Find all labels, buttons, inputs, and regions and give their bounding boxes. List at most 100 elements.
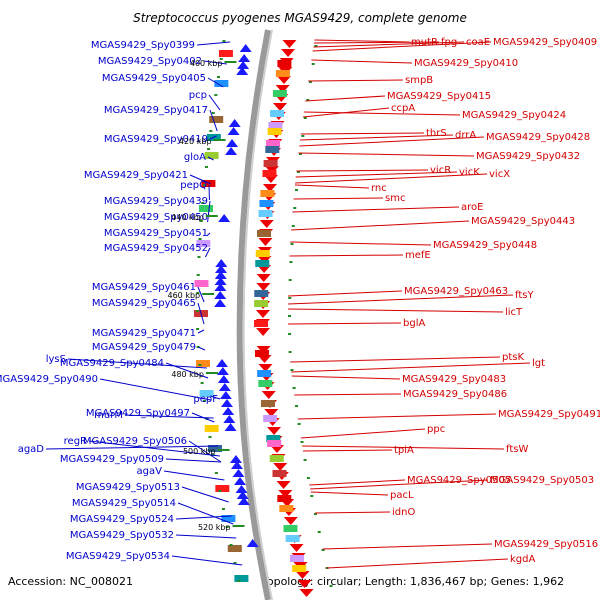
leader-line [300,132,425,135]
left-label-mgas9429-spy0513[interactable]: MGAS9429_Spy0513 [76,482,180,493]
right-label-mgas9429-spy0415[interactable]: MGAS9429_Spy0415 [387,91,491,102]
right-label-ftsw[interactable]: ftsW [506,444,528,455]
right-label-mgas9429-spy0516[interactable]: MGAS9429_Spy0516 [494,539,598,550]
right-label-mgas9429-spy0491[interactable]: MGAS9429_Spy0491 [498,409,600,420]
forward-gene-arrow [258,364,273,372]
leader-line [291,375,401,380]
left-label-mgas9429-spy0399[interactable]: MGAS9429_Spy0399 [91,40,195,51]
right-label-smc[interactable]: smc [385,193,405,204]
right-label-tpia[interactable]: tpiA [394,445,414,456]
right-label-mgas9429-spy0410[interactable]: MGAS9429_Spy0410 [414,58,518,69]
reverse-gene-arrow [216,367,229,375]
right-label-vicr[interactable]: vicR [430,165,451,176]
scale-label-420-kbp: 420 kbp [179,137,212,146]
left-label-mgas9429-spy0439[interactable]: MGAS9429_Spy0439 [104,196,208,207]
leader-line [293,197,384,200]
left-label-mgas9429-spy0484[interactable]: MGAS9429_Spy0484 [60,358,164,369]
left-label-mgas9429-spy0451[interactable]: MGAS9429_Spy0451 [104,228,208,239]
tick-dot [233,562,237,564]
right-label-vick[interactable]: vicK [459,167,480,178]
right-label-smpb[interactable]: smpB [405,75,433,86]
right-label-mgas9429-spy0409[interactable]: MGAS9429_Spy0409 [493,37,597,48]
right-label-mgas9429-spy0505[interactable]: MGAS9429_Spy0505 [407,475,511,486]
right-label-fpg[interactable]: fpg [441,37,457,48]
right-label-drra[interactable]: drrA [455,130,476,141]
gene-category-block [218,50,233,57]
left-label-mgas9429-spy0461[interactable]: MGAS9429_Spy0461 [92,282,196,293]
right-label-bgla[interactable]: bglA [403,318,425,329]
right-label-mgas9429-spy0483[interactable]: MGAS9429_Spy0483 [402,374,506,385]
right-label-mgas9429-spy0486[interactable]: MGAS9429_Spy0486 [403,389,507,400]
left-label-mgas9429-spy0509[interactable]: MGAS9429_Spy0509 [60,454,164,465]
right-label-rnc[interactable]: rnc [371,183,387,194]
right-label-mgas9429-spy0424[interactable]: MGAS9429_Spy0424 [462,110,566,121]
left-label-murm[interactable]: murM [94,410,123,421]
tick-dot [214,94,218,96]
leader-line [291,362,531,373]
left-label-mgas9429-spy0465[interactable]: MGAS9429_Spy0465 [92,298,196,309]
left-label-mgas9429-spy0524[interactable]: MGAS9429_Spy0524 [70,514,174,525]
forward-gene-arrow [273,463,288,471]
right-label-thrs[interactable]: thrS [426,128,447,139]
left-label-mgas9429-spy0421[interactable]: MGAS9429_Spy0421 [84,170,188,181]
leader-line [171,555,243,566]
left-label-gloa[interactable]: gloA [184,152,206,163]
tick-dot [199,220,203,222]
right-label-ftsy[interactable]: ftsY [515,290,534,301]
right-label-kgda[interactable]: kgdA [510,554,535,565]
right-label-mgas9429-spy0463[interactable]: MGAS9429_Spy0463 [404,286,508,297]
left-label-agad[interactable]: agaD [18,444,45,455]
left-label-pepq[interactable]: pepQ [180,180,207,191]
right-label-mefe[interactable]: mefE [405,250,431,261]
left-label-mgas9429-spy0506[interactable]: MGAS9429_Spy0506 [83,436,187,447]
right-label-ptsk[interactable]: ptsK [502,352,524,363]
left-label-regr[interactable]: regR [64,436,87,447]
right-label-coae[interactable]: coaE [466,37,490,48]
forward-gene-arrow [261,391,276,399]
left-label-pepf[interactable]: pepF [193,394,218,405]
leader-line [197,329,205,334]
right-label-lict[interactable]: licT [505,307,523,318]
left-label-agav[interactable]: agaV [137,466,163,477]
right-label-ppc[interactable]: ppc [427,424,445,435]
right-label-pacl[interactable]: pacL [390,490,414,501]
leader-line [299,136,485,147]
right-label-lgt[interactable]: lgt [532,358,545,369]
left-label-mgas9429-spy0405[interactable]: MGAS9429_Spy0405 [102,73,206,84]
leader-line [290,356,501,363]
tick-dot [202,400,206,402]
right-label-mutr[interactable]: mutR [411,37,438,48]
left-label-mgas9429-spy0450[interactable]: MGAS9429_Spy0450 [104,212,208,223]
reverse-gene-arrow [236,67,249,75]
left-label-mgas9429-spy0514[interactable]: MGAS9429_Spy0514 [72,498,176,509]
left-label-mgas9429-spy0452[interactable]: MGAS9429_Spy0452 [104,243,208,254]
right-label-mgas9429-spy0432[interactable]: MGAS9429_Spy0432 [476,151,580,162]
right-label-mgas9429-spy0443[interactable]: MGAS9429_Spy0443 [471,216,575,227]
left-label-mgas9429-spy0417[interactable]: MGAS9429_Spy0417 [104,105,208,116]
gene-category-block [258,380,273,387]
leader-line [326,558,509,569]
left-label-mgas9429-spy0534[interactable]: MGAS9429_Spy0534 [66,551,170,562]
right-label-ccpa[interactable]: ccpA [391,103,415,114]
left-label-lyss[interactable]: lysS [46,354,66,365]
right-label-vicx[interactable]: vicX [489,169,510,180]
left-label-mgas9429-spy0479[interactable]: MGAS9429_Spy0479 [92,342,196,353]
gene-category-block [196,240,211,247]
left-label-mgas9429-spy0471[interactable]: MGAS9429_Spy0471 [92,328,196,339]
right-label-aroe[interactable]: aroE [461,202,483,213]
tick-dot [299,153,303,155]
right-label-mgas9429-spy0448[interactable]: MGAS9429_Spy0448 [433,240,537,251]
left-label-mgas9429-spy0497[interactable]: MGAS9429_Spy0497 [86,408,190,419]
left-label-mgas9429-spy0532[interactable]: MGAS9429_Spy0532 [70,530,174,541]
right-label-idno[interactable]: idnO [392,507,415,518]
left-label-pcp[interactable]: pcp [189,90,207,101]
left-label-mgas9429-spy0402[interactable]: MGAS9429_Spy0402 [98,56,202,67]
left-label-mgas9429-spy0490[interactable]: MGAS9429_Spy0490 [0,374,98,385]
right-label-mgas9429-spy0503[interactable]: MGAS9429_Spy0503 [490,475,594,486]
forward-gene-arrow [267,427,282,435]
right-label-mgas9429-spy0428[interactable]: MGAS9429_Spy0428 [486,132,590,143]
tick-dot [208,436,212,438]
gene-category-block [198,205,213,212]
left-label-mgas9429-spy0419[interactable]: MGAS9429_Spy0419 [104,134,208,145]
scale-label-500-kbp: 500 kbp [183,447,216,456]
